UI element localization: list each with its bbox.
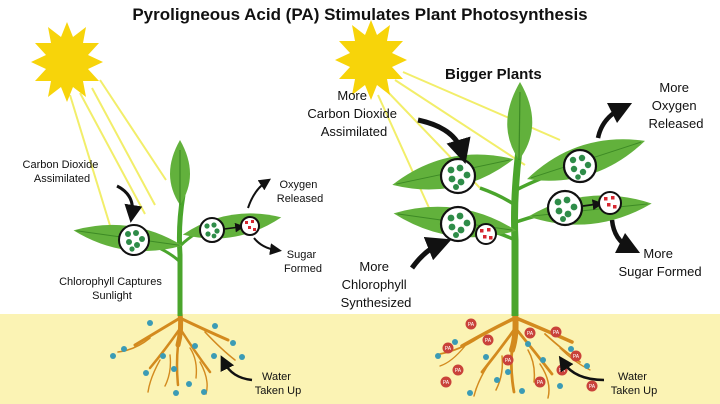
svg-text:PA: PA: [559, 368, 566, 374]
right-sugar-cell-lower-left: [475, 223, 497, 245]
right-oxygen-arrow: [595, 102, 633, 139]
right-chloroplast-cell-lower-right: [546, 189, 584, 227]
page-title: Pyroligneous Acid (PA) Stimulates Plant …: [132, 5, 587, 24]
right-water-dots: [435, 339, 590, 396]
right-pa-badges: PA PA PA PA PA PA PA PA PA PA PA PA: [440, 318, 598, 392]
left-leaf-right: [182, 213, 282, 239]
right-sun-icon: [335, 20, 407, 100]
svg-text:PA: PA: [553, 330, 560, 336]
right-plant: PA PA PA PA PA PA PA PA PA PA PA PA: [307, 20, 704, 399]
right-chlorophyll-label: More Chlorophyll Synthesized: [341, 259, 412, 310]
svg-text:PA: PA: [455, 368, 462, 374]
left-sugar-cell: [240, 216, 260, 236]
left-leaf-chloroplast-cell: [199, 217, 225, 243]
svg-text:PA: PA: [573, 354, 580, 360]
left-co2-arrow: [116, 184, 143, 223]
left-oxygen-arrow: [247, 178, 271, 209]
left-chloroplast-cell: [118, 224, 150, 256]
left-sun-rays: [69, 79, 167, 233]
left-oxygen-label: Oxygen Released: [277, 179, 323, 205]
svg-text:PA: PA: [505, 358, 512, 364]
right-chloroplast-cell-upper-right: [562, 148, 598, 184]
svg-text:PA: PA: [445, 346, 452, 352]
left-sugar-label: Sugar Formed: [284, 249, 322, 275]
svg-text:PA: PA: [485, 338, 492, 344]
left-stem: [176, 194, 186, 316]
svg-text:PA: PA: [443, 380, 450, 386]
left-chlorophyll-label: Chlorophyll Captures Sunlight: [59, 276, 165, 302]
right-heading: Bigger Plants: [445, 66, 542, 83]
right-chloroplast-cell-upper-left: [439, 157, 477, 195]
left-water-label: Water Taken Up: [255, 371, 301, 397]
right-water-arrow: [558, 355, 605, 382]
svg-text:PA: PA: [537, 380, 544, 386]
left-water-arrow: [220, 355, 253, 382]
right-sugar-arrow: [609, 219, 641, 254]
right-chloroplast-cell-lower-left: [439, 205, 477, 243]
svg-text:PA: PA: [527, 331, 534, 337]
svg-text:PA: PA: [589, 384, 596, 390]
right-water-label: Water Taken Up: [611, 371, 657, 397]
svg-text:PA: PA: [468, 322, 475, 328]
right-co2-label: More Carbon Dioxide Assimilated: [307, 88, 400, 139]
right-co2-arrow: [417, 117, 471, 164]
left-plant: Carbon Dioxide Assimilated Chlorophyll C…: [23, 22, 323, 397]
right-leaf-lower-right: [528, 195, 652, 225]
right-oxygen-label: More Oxygen Released: [649, 80, 704, 131]
right-sugar-label: More Sugar Formed: [618, 246, 701, 279]
left-water-dots: [110, 320, 245, 396]
right-sugar-cell-lower-right: [598, 191, 622, 215]
right-stem: [511, 149, 523, 316]
left-co2-label: Carbon Dioxide Assimilated: [23, 159, 102, 185]
left-sugar-arrow: [253, 237, 282, 256]
soil-band: [0, 314, 720, 404]
left-roots: [117, 309, 236, 395]
left-sun-icon: [31, 22, 103, 102]
right-chlorophyll-arrow: [409, 237, 452, 270]
